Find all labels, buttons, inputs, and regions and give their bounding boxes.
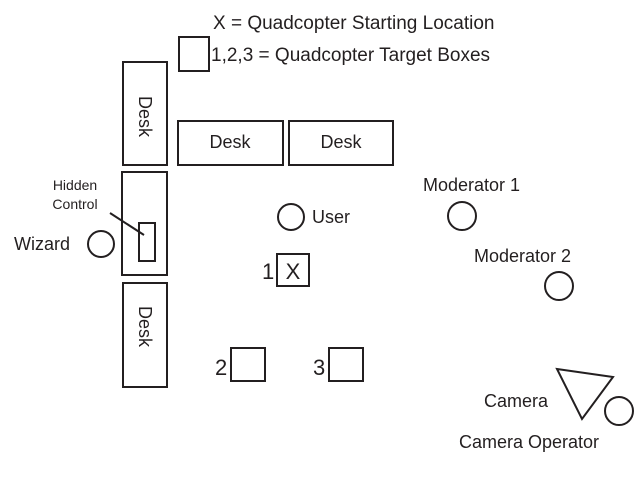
moderator-2-position xyxy=(544,271,574,301)
moderator-2-label: Moderator 2 xyxy=(474,246,571,266)
desk-left-bottom-label: Desk xyxy=(135,306,155,348)
desk-left-middle xyxy=(121,171,168,276)
camera-triangle xyxy=(555,367,615,421)
moderator-1-label: Moderator 1 xyxy=(423,175,520,195)
legend-start-text: X = Quadcopter Starting Location xyxy=(213,13,494,34)
desk-top-left xyxy=(177,120,284,166)
start-mark: X xyxy=(286,259,301,284)
camera-label: Camera xyxy=(484,391,549,411)
user-position xyxy=(277,203,305,231)
user-label: User xyxy=(312,207,350,227)
moderator-1-position xyxy=(447,201,477,231)
legend-box-symbol xyxy=(178,36,210,72)
desk-left-top xyxy=(122,61,168,166)
desk-left-bottom xyxy=(122,282,168,388)
target-box-3 xyxy=(328,347,364,382)
desk-top-right xyxy=(288,120,394,166)
desk-top-left-label: Desk xyxy=(209,132,251,152)
desk-left-top-label: Desk xyxy=(135,96,155,138)
hidden-control-label-line2: Control xyxy=(52,196,97,212)
target-box-2 xyxy=(230,347,266,382)
start-box xyxy=(276,253,310,287)
wizard-label: Wizard xyxy=(14,234,70,254)
hidden-control-label-line1: Hidden xyxy=(53,177,97,193)
target-1-number: 1 xyxy=(262,259,274,284)
legend-targets-text: 1,2,3 = Quadcopter Target Boxes xyxy=(211,45,490,66)
target-3-number: 3 xyxy=(313,355,325,380)
wizard-position xyxy=(87,230,115,258)
camera-operator-position xyxy=(604,396,634,426)
hidden-control-pointer xyxy=(109,212,145,236)
hidden-control-box xyxy=(138,222,156,262)
desk-top-right-label: Desk xyxy=(320,132,362,152)
camera-operator-label: Camera Operator xyxy=(459,432,599,452)
target-2-number: 2 xyxy=(215,355,227,380)
